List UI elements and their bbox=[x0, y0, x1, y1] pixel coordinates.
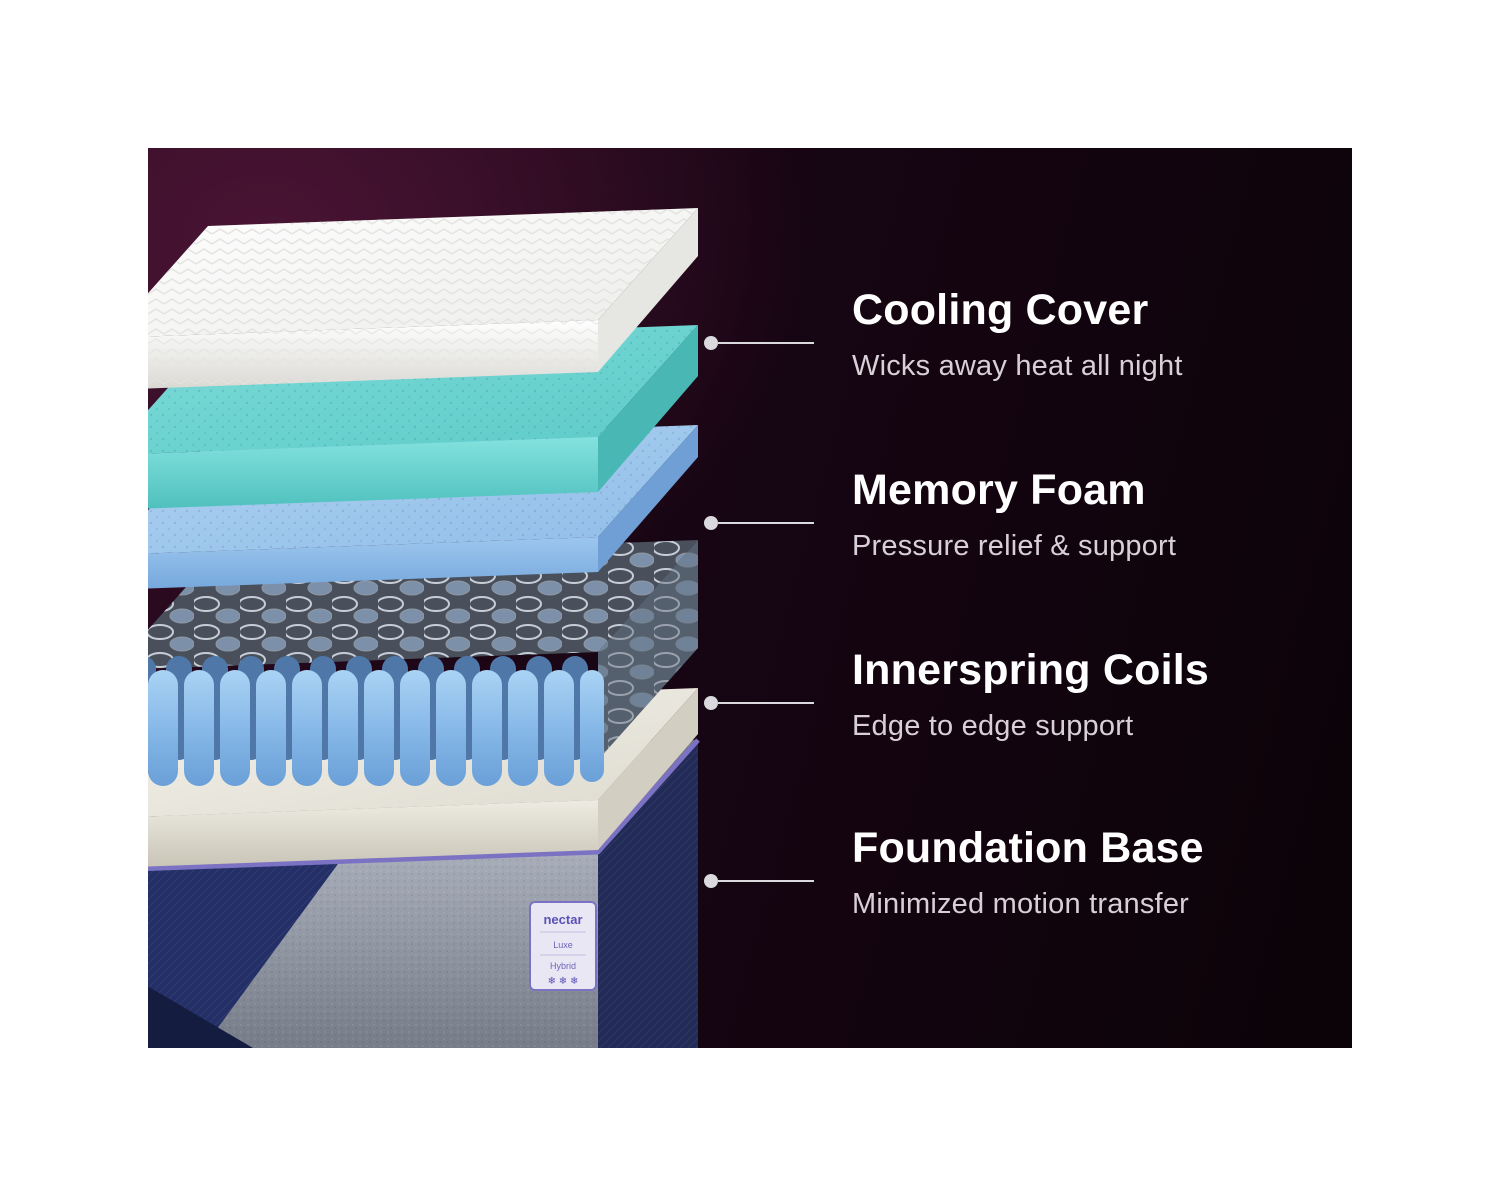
cover-side-face bbox=[598, 208, 698, 372]
memory-foam-side-face bbox=[598, 325, 698, 492]
base-purple-trim bbox=[148, 738, 700, 872]
mattress-layers-svg: nectar Luxe Hybrid ❄ ❄ ❄ bbox=[148, 208, 700, 1048]
callout-text: Memory Foam Pressure relief & support bbox=[852, 466, 1176, 563]
connector-line bbox=[718, 702, 814, 705]
connector-dot bbox=[704, 336, 718, 351]
connector-dot bbox=[704, 516, 718, 531]
connector-line bbox=[718, 880, 814, 883]
callout-text: Cooling Cover Wicks away heat all night bbox=[852, 286, 1183, 383]
pocket-coil bbox=[220, 670, 250, 786]
coils-side-face-springs bbox=[598, 540, 698, 760]
pocket-coil bbox=[472, 670, 502, 786]
transition-foam-side-face bbox=[598, 425, 698, 572]
base-navy-corner bbox=[148, 986, 253, 1048]
mattress-illustration: nectar Luxe Hybrid ❄ ❄ ❄ bbox=[148, 148, 828, 1048]
callout-title: Memory Foam bbox=[852, 466, 1146, 514]
callout-text: Foundation Base Minimized motion transfe… bbox=[852, 824, 1204, 921]
callout-title: Cooling Cover bbox=[852, 286, 1149, 334]
foundation-front-face bbox=[148, 800, 598, 867]
callout-innerspring-coils: Innerspring Coils Edge to edge support bbox=[704, 646, 1209, 743]
brand-tag-model: Luxe bbox=[553, 940, 573, 950]
pocket-coil bbox=[256, 670, 286, 786]
connector-dot bbox=[704, 696, 718, 711]
cover-front-knit-texture bbox=[148, 320, 598, 389]
callout-text: Innerspring Coils Edge to edge support bbox=[852, 646, 1209, 743]
brand-tag-name: nectar bbox=[543, 912, 582, 927]
callout-connector bbox=[704, 841, 814, 921]
pocket-coil bbox=[580, 670, 604, 782]
base-navy-panel-texture bbox=[148, 857, 343, 1048]
callout-title: Foundation Base bbox=[852, 824, 1204, 872]
pocket-coil bbox=[184, 670, 214, 786]
pocket-coil bbox=[400, 670, 430, 786]
callout-title: Innerspring Coils bbox=[852, 646, 1209, 694]
pocket-coil bbox=[436, 670, 466, 786]
snowflake-icons: ❄ ❄ ❄ bbox=[548, 976, 579, 987]
callout-description: Pressure relief & support bbox=[852, 530, 1177, 563]
pocket-coil bbox=[292, 670, 322, 786]
transition-foam-front-face bbox=[148, 537, 598, 589]
coil-row-front bbox=[148, 670, 604, 786]
callout-cooling-cover: Cooling Cover Wicks away heat all night bbox=[704, 286, 1183, 383]
pocket-coil bbox=[148, 670, 178, 786]
base-side-face-texture bbox=[598, 740, 698, 1048]
pocket-coil bbox=[364, 670, 394, 786]
callout-foundation-base: Foundation Base Minimized motion transfe… bbox=[704, 824, 1204, 921]
callout-description: Wicks away heat all night bbox=[852, 350, 1183, 383]
callout-memory-foam: Memory Foam Pressure relief & support bbox=[704, 466, 1176, 563]
brand-tag-card bbox=[529, 901, 597, 991]
connector-line bbox=[718, 522, 814, 525]
cooling-cover-layer bbox=[148, 208, 698, 389]
brand-tag: nectar Luxe Hybrid ❄ ❄ ❄ bbox=[529, 901, 597, 991]
callout-description: Edge to edge support bbox=[852, 710, 1134, 743]
callout-connector bbox=[704, 303, 814, 383]
callout-connector bbox=[704, 663, 814, 743]
callout-connector bbox=[704, 483, 814, 563]
dark-panel: nectar Luxe Hybrid ❄ ❄ ❄ bbox=[148, 148, 1352, 1048]
brand-tag-type: Hybrid bbox=[550, 961, 576, 971]
memory-foam-front-face bbox=[148, 437, 598, 509]
connector-dot bbox=[704, 874, 718, 889]
pocket-coil bbox=[544, 670, 574, 786]
pocket-coil bbox=[328, 670, 358, 786]
connector-line bbox=[718, 342, 814, 345]
callout-description: Minimized motion transfer bbox=[852, 888, 1189, 921]
cover-top-knit-texture bbox=[148, 208, 698, 337]
pocket-coil bbox=[508, 670, 538, 786]
foundation-side-face bbox=[598, 688, 698, 850]
